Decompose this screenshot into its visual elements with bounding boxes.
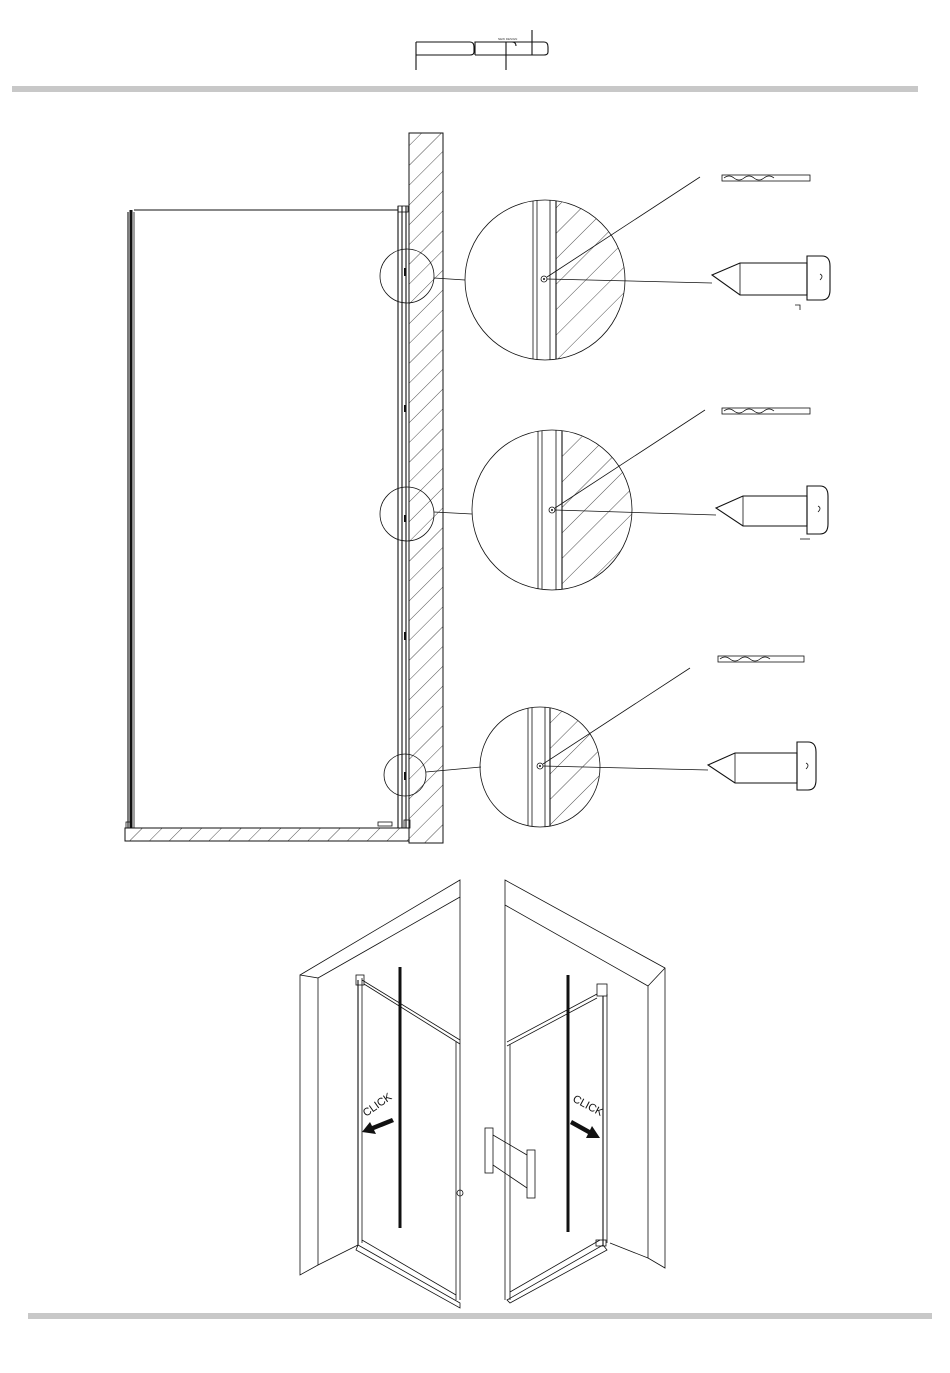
- detail-bottom: [480, 700, 610, 830]
- floor-section: [125, 828, 409, 841]
- shower-panel-side: [126, 206, 410, 828]
- drill-bit-icon: [722, 175, 810, 181]
- screw-icon: [708, 742, 816, 790]
- iso-view-left: CLICK: [300, 880, 463, 1308]
- click-label-right: CLICK: [571, 1093, 606, 1119]
- brand-logo: NEW DESIGN: [416, 30, 548, 70]
- screw-icon: [712, 256, 830, 310]
- drill-bit-icon: [718, 656, 804, 662]
- iso-view-right: CLICK: [485, 880, 665, 1303]
- screw-icon: [716, 486, 828, 539]
- logo-subtext: NEW DESIGN: [498, 37, 517, 41]
- click-label-left: CLICK: [361, 1091, 395, 1120]
- drill-bit-icon: [722, 408, 810, 414]
- detail-top: [465, 190, 656, 370]
